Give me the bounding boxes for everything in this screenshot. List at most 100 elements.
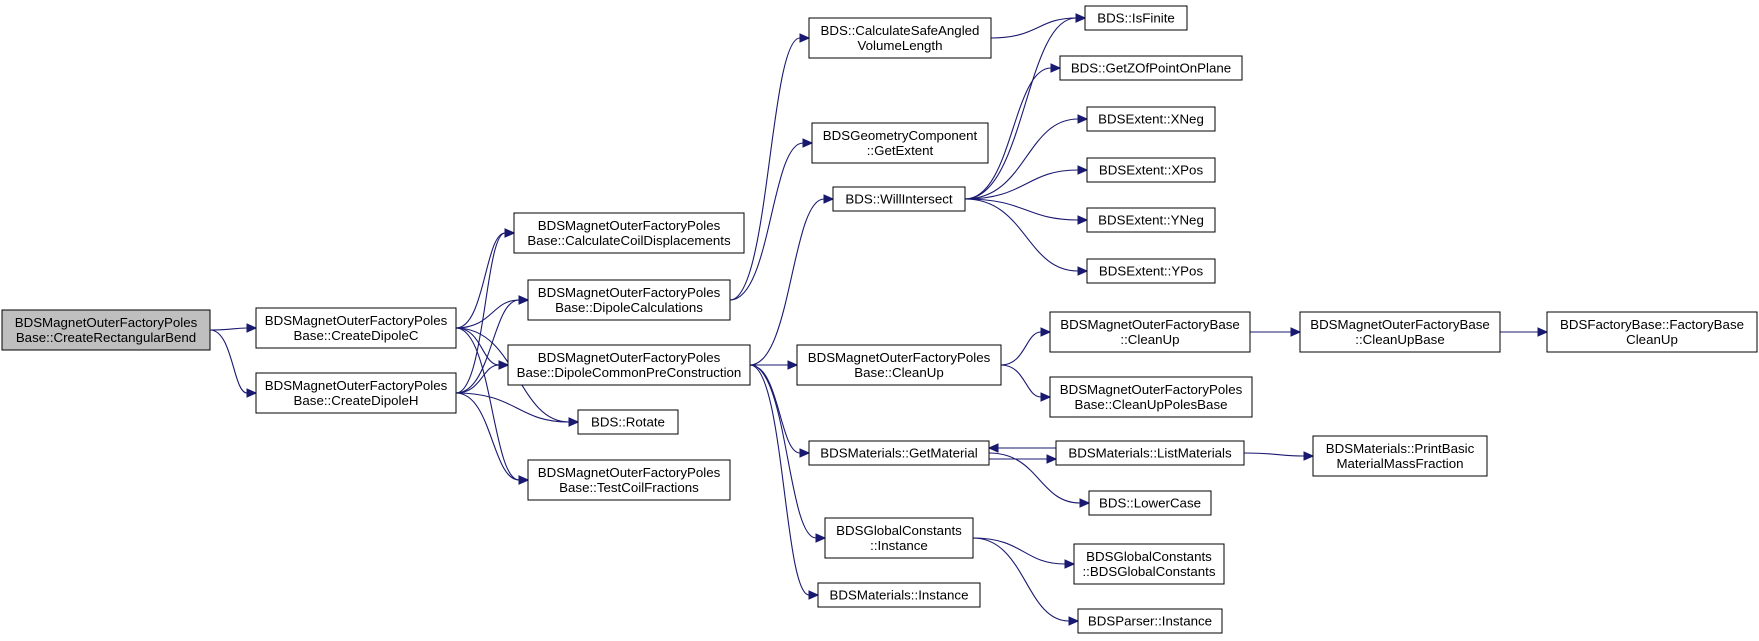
node-box — [527, 459, 731, 501]
node-box — [577, 409, 679, 435]
edge-line — [749, 364, 817, 539]
node-list-materials[interactable]: BDSMaterials::ListMaterials — [1055, 440, 1245, 466]
node-box — [1312, 435, 1488, 477]
node-box — [1086, 258, 1216, 284]
node-label: BDSMagnetOuterFactoryPoles — [808, 350, 991, 365]
node-clean-up-base[interactable]: BDSMagnetOuterFactoryBase::CleanUp — [1049, 311, 1251, 353]
edge-cleanUpPoles-to-cleanUpBase — [1000, 327, 1052, 366]
edge-line — [455, 299, 520, 329]
edge-calcSafe-to-isFinite — [990, 13, 1087, 39]
edge-line — [455, 327, 500, 366]
node-label: BDS::WillIntersect — [845, 192, 952, 207]
edge-line — [1000, 331, 1042, 366]
arrowhead — [246, 388, 258, 398]
edge-line — [972, 537, 1070, 622]
arrowhead — [987, 443, 999, 453]
arrowhead — [823, 194, 835, 204]
node-label: BDSExtent::YNeg — [1098, 213, 1204, 228]
node-ypos[interactable]: BDSExtent::YPos — [1086, 258, 1216, 284]
arrowhead — [1077, 215, 1089, 225]
node-label: VolumeLength — [857, 38, 942, 53]
arrowhead — [815, 533, 827, 543]
node-box — [1077, 608, 1223, 634]
node-dipole-pre[interactable]: BDSMagnetOuterFactoryPolesBase::DipoleCo… — [507, 344, 751, 386]
node-box — [527, 279, 731, 321]
edge-createDipoleH-to-dipoleCalc — [455, 295, 530, 394]
arrowhead — [799, 448, 811, 458]
node-mat-instance[interactable]: BDSMaterials::Instance — [817, 582, 981, 608]
edge-line — [972, 537, 1066, 565]
arrowhead — [802, 138, 814, 148]
node-box — [1088, 490, 1212, 516]
arrowhead — [246, 323, 258, 333]
node-label: BDSMaterials::PrintBasic — [1326, 441, 1475, 456]
node-create-dipole-c[interactable]: BDSMagnetOuterFactoryPolesBase::CreateDi… — [255, 307, 457, 349]
node-box — [1084, 5, 1188, 31]
arrowhead — [1079, 498, 1091, 508]
node-rotate[interactable]: BDS::Rotate — [577, 409, 679, 435]
node-dipole-calc[interactable]: BDSMagnetOuterFactoryPolesBase::DipoleCa… — [527, 279, 731, 321]
edge-cleanUpPoles-to-cleanUpPolesBase — [1000, 364, 1052, 402]
edge-line — [455, 327, 520, 481]
edge-line — [455, 299, 520, 394]
node-clean-up-base-base[interactable]: BDSMagnetOuterFactoryBase::CleanUpBase — [1299, 311, 1501, 353]
node-yneg[interactable]: BDSExtent::YNeg — [1086, 207, 1216, 233]
edge-createDipoleH-to-calcCoil — [455, 228, 516, 394]
edge-line — [964, 198, 1079, 272]
node-get-z[interactable]: BDS::GetZOfPointOnPlane — [1059, 55, 1243, 81]
edge-line — [455, 392, 570, 423]
edge-dipolePre-to-gcInstance — [749, 364, 827, 543]
node-xpos[interactable]: BDSExtent::XPos — [1086, 157, 1216, 183]
node-box — [1086, 157, 1216, 183]
node-label: BDSMaterials::Instance — [830, 588, 969, 603]
node-clean-up-poles-base[interactable]: BDSMagnetOuterFactoryPolesBase::CleanUpP… — [1049, 376, 1253, 418]
node-get-extent[interactable]: BDSGeometryComponent::GetExtent — [811, 122, 989, 164]
node-root[interactable]: BDSMagnetOuterFactoryPolesBase::CreateRe… — [1, 309, 211, 351]
edge-line — [964, 118, 1079, 200]
node-print-basic[interactable]: BDSMaterials::PrintBasicMaterialMassFrac… — [1312, 435, 1488, 477]
node-box — [811, 122, 989, 164]
node-label: BDS::CalculateSafeAngled — [821, 23, 980, 38]
node-box — [1086, 106, 1216, 132]
node-get-material[interactable]: BDSMaterials::GetMaterial — [808, 440, 990, 466]
arrowhead — [1303, 451, 1315, 461]
node-label: MaterialMassFraction — [1336, 456, 1463, 471]
node-test-coil[interactable]: BDSMagnetOuterFactoryPolesBase::TestCoil… — [527, 459, 731, 501]
arrowhead — [808, 590, 820, 600]
node-box — [1049, 376, 1253, 418]
arrowhead — [1068, 616, 1080, 626]
node-create-dipole-h[interactable]: BDSMagnetOuterFactoryPolesBase::CreateDi… — [255, 372, 457, 414]
edge-willIntersect-to-xpos — [964, 165, 1089, 200]
edge-dipolePre-to-willIntersect — [749, 194, 835, 366]
node-label: Base::DipoleCalculations — [555, 300, 703, 315]
edge-dipolePre-to-cleanUpPoles — [750, 360, 799, 370]
node-label: BDSParser::Instance — [1088, 614, 1212, 629]
node-gc-instance[interactable]: BDSGlobalConstants::Instance — [824, 517, 974, 559]
node-parser-instance[interactable]: BDSParser::Instance — [1077, 608, 1223, 634]
node-xneg[interactable]: BDSExtent::XNeg — [1086, 106, 1216, 132]
node-calc-coil[interactable]: BDSMagnetOuterFactoryPolesBase::Calculat… — [513, 212, 745, 254]
node-box — [796, 344, 1002, 386]
node-label: Base::CleanUp — [854, 365, 943, 380]
edge-line — [209, 329, 248, 394]
node-is-finite[interactable]: BDS::IsFinite — [1084, 5, 1188, 31]
node-gc-ctor[interactable]: BDSGlobalConstants::BDSGlobalConstants — [1073, 543, 1225, 585]
node-box — [255, 372, 457, 414]
node-label: BDS::LowerCase — [1099, 496, 1201, 511]
node-label: BDSGlobalConstants — [836, 523, 962, 538]
arrowhead — [787, 360, 799, 370]
edge-line — [964, 67, 1052, 200]
node-box — [1, 309, 211, 351]
edge-getMaterial-to-listMaterials — [989, 454, 1058, 464]
arrowhead — [498, 360, 510, 370]
arrowhead — [518, 475, 530, 485]
node-lower-case[interactable]: BDS::LowerCase — [1088, 490, 1212, 516]
arrowhead — [1537, 327, 1549, 337]
edge-line — [964, 17, 1077, 200]
node-will-intersect[interactable]: BDS::WillIntersect — [832, 186, 966, 212]
node-label: ::CleanUp — [1120, 332, 1179, 347]
